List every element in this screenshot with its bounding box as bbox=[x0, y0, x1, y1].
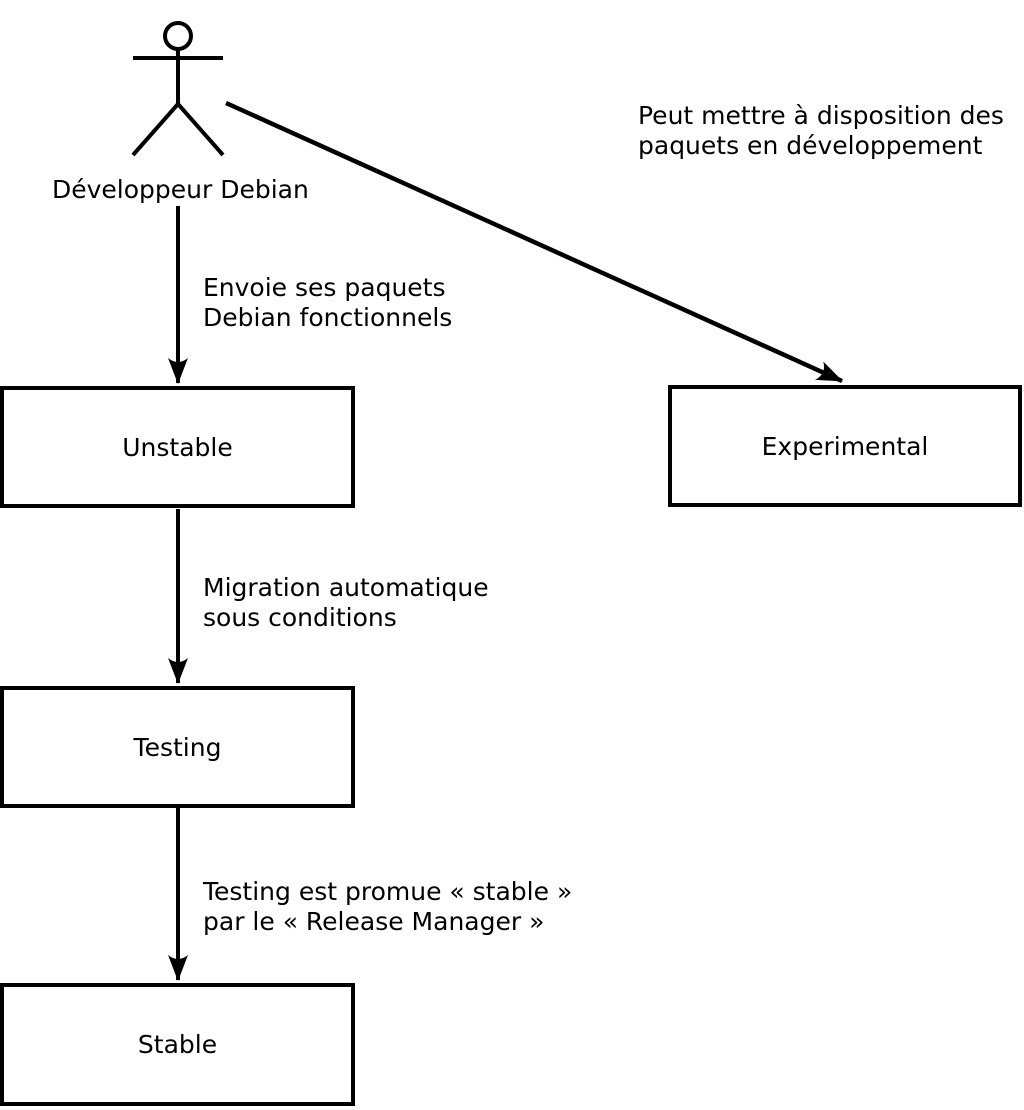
arrow-actor-to-experimental bbox=[225, 100, 843, 384]
edge-label-experimental-line2: paquets en développement bbox=[638, 131, 983, 160]
box-testing-label: Testing bbox=[133, 732, 222, 762]
actor-leg-left bbox=[131, 102, 180, 157]
actor-head bbox=[163, 21, 193, 51]
box-unstable-label: Unstable bbox=[122, 432, 233, 462]
actor-stick-figure-icon bbox=[131, 21, 225, 157]
actor-label-text: Développeur Debian bbox=[52, 175, 309, 204]
edge-label-promotion-line1: Testing est promue « stable » bbox=[203, 877, 573, 906]
edge-label-promotion-line2: par le « Release Manager » bbox=[203, 907, 545, 936]
edge-label-upload-line2: Debian fonctionnels bbox=[203, 303, 453, 332]
edge-label-upload: Envoie ses paquets Debian fonctionnels bbox=[203, 273, 452, 333]
edge-label-migration-line1: Migration automatique bbox=[203, 573, 489, 602]
edge-label-experimental: Peut mettre à disposition des paquets en… bbox=[638, 101, 1004, 161]
box-experimental-label: Experimental bbox=[761, 431, 929, 461]
box-unstable: Unstable bbox=[0, 386, 355, 508]
edge-label-migration: Migration automatique sous conditions bbox=[203, 573, 489, 633]
actor-leg-right bbox=[176, 102, 225, 157]
box-stable-label: Stable bbox=[137, 1030, 218, 1059]
box-testing: Testing bbox=[0, 686, 355, 808]
edge-label-promotion: Testing est promue « stable » par le « R… bbox=[203, 877, 572, 937]
box-experimental: Experimental bbox=[668, 385, 1022, 507]
actor-label: Développeur Debian bbox=[52, 175, 309, 205]
box-stable: Stable bbox=[0, 983, 355, 1106]
edge-label-migration-line2: sous conditions bbox=[203, 603, 397, 632]
edge-label-experimental-line1: Peut mettre à disposition des bbox=[638, 101, 1004, 130]
edge-label-upload-line1: Envoie ses paquets bbox=[203, 273, 446, 302]
